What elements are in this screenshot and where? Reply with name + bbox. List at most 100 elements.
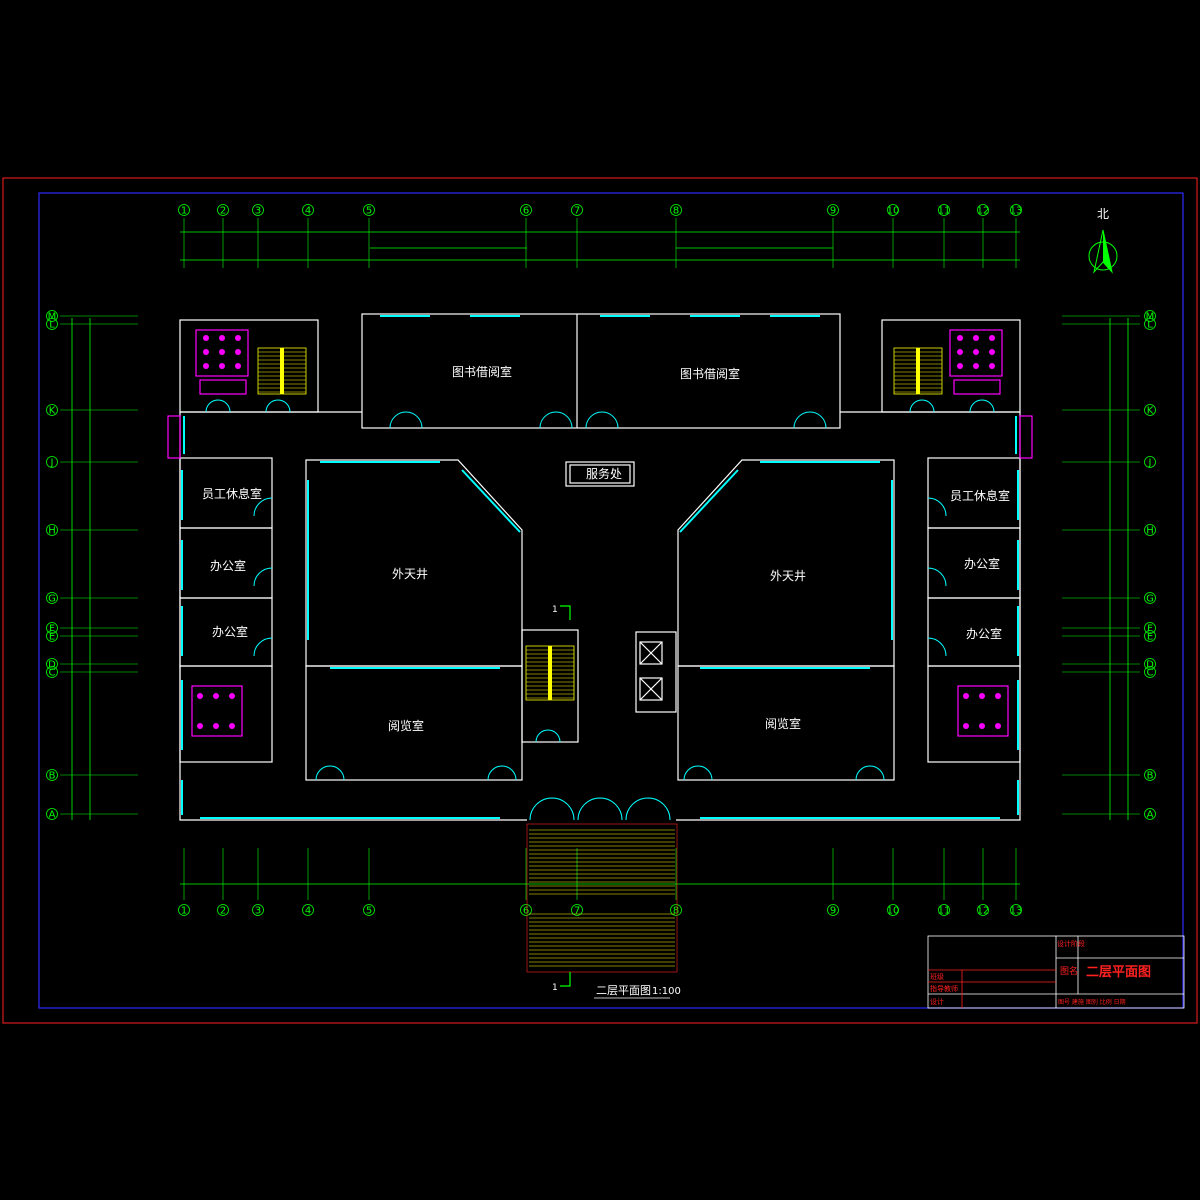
grid-bubble-label: H	[1146, 526, 1154, 537]
toilet-fixture	[989, 335, 995, 341]
toilet-fixture	[963, 693, 969, 699]
drawing-scale: 1:100	[652, 986, 681, 997]
grid-bubble	[1144, 808, 1156, 820]
toilet-fixture	[957, 349, 963, 355]
toilet-fixture	[219, 335, 225, 341]
grid-bubble	[302, 204, 314, 216]
grid-bubble	[46, 592, 58, 604]
toilet-fixture	[979, 723, 985, 729]
grid-bubble	[217, 204, 229, 216]
grid-bubble-label: 1	[181, 206, 187, 217]
toilet-fixture	[235, 363, 241, 369]
side-dimension-lines	[71, 318, 1129, 820]
grid-bubble-label: M	[48, 312, 57, 323]
grid-bubble	[46, 404, 58, 416]
grid-bubble	[46, 666, 58, 678]
grid-bubble-label: F	[1147, 624, 1153, 635]
tb-row-designer: 设计	[930, 997, 944, 1006]
tb-design-label: 设计阶段	[1057, 939, 1085, 948]
top-dimension-lines	[180, 231, 1020, 885]
drawing-title: 二层平面图	[596, 984, 651, 997]
grid-bubble-label: G	[1146, 594, 1154, 605]
tb-row-advisor: 指导教师	[930, 984, 958, 993]
grid-bubble-label: 5	[366, 206, 372, 217]
toilet-fixture	[979, 693, 985, 699]
grid-bubble-label: 7	[574, 906, 580, 917]
grid-bubble-label: 4	[305, 906, 311, 917]
grid-bubble	[46, 622, 58, 634]
entrance-treads	[529, 829, 675, 967]
toilet-fixture	[229, 693, 235, 699]
grid-bubble	[977, 204, 989, 216]
grid-bubble	[1144, 666, 1156, 678]
toilet-fixture	[989, 349, 995, 355]
grid-bubble	[252, 204, 264, 216]
toilet-fixture	[989, 363, 995, 369]
grid-bubble-label: A	[49, 810, 56, 821]
label-study-left: 阅览室	[388, 718, 424, 733]
toilet-fixture	[203, 335, 209, 341]
toilet-fixture	[957, 363, 963, 369]
grid-bubble-label: H	[48, 526, 56, 537]
toilet-fixtures	[167, 329, 1033, 737]
grid-bubble-label: 8	[673, 906, 679, 917]
grid-bubble-label: E	[1147, 632, 1153, 643]
walls	[179, 313, 1021, 821]
tb-footer: 图号 建施 图别 比例 日期	[1058, 998, 1126, 1006]
grid-bubble	[938, 904, 950, 916]
grid-bubble	[252, 904, 264, 916]
label-study-right: 阅览室	[765, 716, 801, 731]
label-staff-lounge-left: 员工休息室	[202, 486, 262, 501]
toilet-fixture	[995, 723, 1001, 729]
grid-bubble-label: 11	[938, 206, 951, 217]
grid-verticals	[183, 218, 1017, 900]
grid-bubble-label: 6	[523, 906, 529, 917]
grid-bubble	[1144, 524, 1156, 536]
grid-bubble	[938, 204, 950, 216]
grid-bubble	[302, 904, 314, 916]
grid-bubble-label: 7	[574, 206, 580, 217]
grid-bubble-label: 12	[977, 906, 990, 917]
grid-bubble-label: L	[1147, 320, 1153, 331]
label-atrium-left: 外天井	[392, 567, 428, 581]
grid-bubble	[1144, 769, 1156, 781]
toilet-fixture	[229, 723, 235, 729]
toilet-fixture	[973, 363, 979, 369]
grid-bubble	[827, 204, 839, 216]
tb-row-class: 班级	[930, 972, 944, 981]
grid-horizontals	[60, 315, 1140, 815]
grid-bubble	[571, 904, 583, 916]
grid-bubble	[977, 904, 989, 916]
tb-drawing-name-label: 图名	[1060, 965, 1078, 977]
grid-bubble-label: K	[1147, 406, 1154, 417]
grid-bubble-label: 2	[220, 906, 226, 917]
toilet-fixture	[197, 693, 203, 699]
grid-bubble-label: A	[1147, 810, 1154, 821]
toilet-fixture	[957, 335, 963, 341]
section-mark-bottom: 1	[552, 983, 558, 993]
grid-bubble-label: C	[1147, 668, 1154, 679]
grid-bubble	[1144, 622, 1156, 634]
grid-bubble	[46, 658, 58, 670]
grid-bubble	[46, 456, 58, 468]
label-staff-lounge-right: 员工休息室	[950, 488, 1010, 503]
grid-bubble-label: 10	[887, 906, 900, 917]
grid-bubble-label: 5	[366, 906, 372, 917]
grid-bubble	[1144, 630, 1156, 642]
grid-bubble-label: 4	[305, 206, 311, 217]
grid-bubble-label: 13	[1010, 206, 1023, 217]
grid-bubble-label: 9	[830, 206, 836, 217]
toilet-fixture	[219, 349, 225, 355]
grid-bubble	[670, 904, 682, 916]
grid-bubble-label: D	[1146, 660, 1154, 671]
label-office-left-1: 办公室	[210, 558, 246, 573]
grid-bubble	[1144, 456, 1156, 468]
grid-bubble	[46, 524, 58, 536]
section-mark	[560, 605, 571, 987]
grid-bubble	[887, 904, 899, 916]
grid-bubble	[363, 904, 375, 916]
grid-bubble-label: 3	[255, 906, 261, 917]
grid-bubble-label: B	[49, 771, 56, 782]
grid-bubble-label: F	[49, 624, 55, 635]
